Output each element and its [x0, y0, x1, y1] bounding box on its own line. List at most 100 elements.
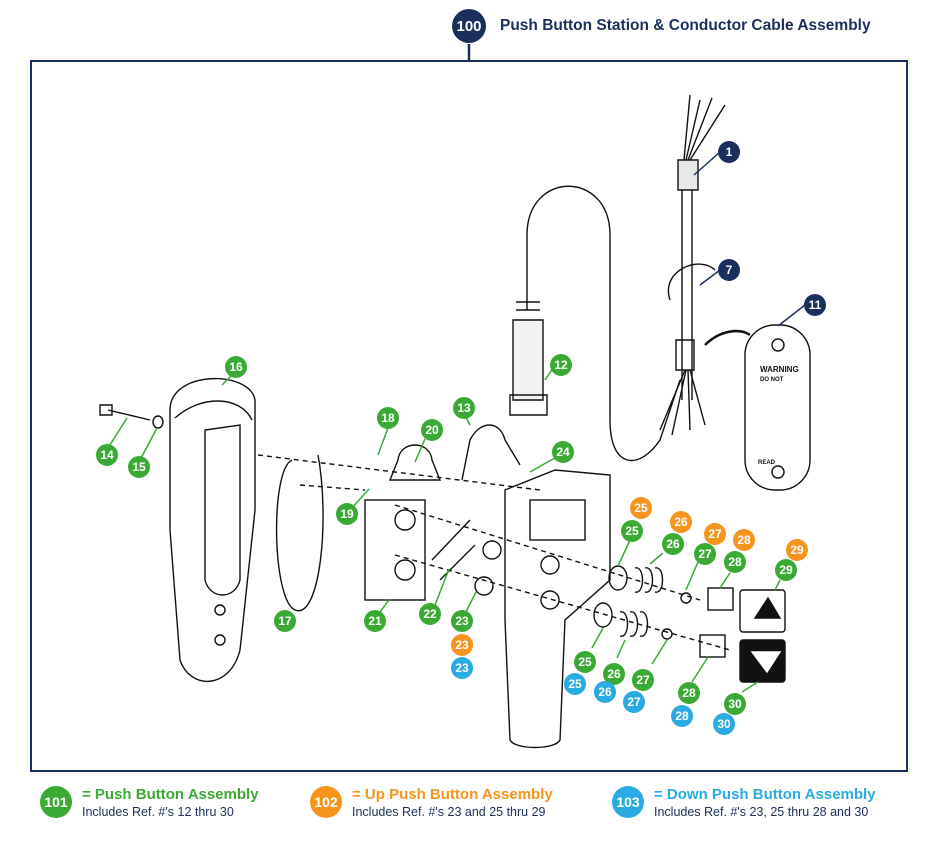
- svg-text:15: 15: [132, 460, 146, 474]
- seal-ring-lower: [593, 602, 613, 628]
- svg-text:29: 29: [790, 543, 804, 557]
- svg-text:28: 28: [728, 555, 742, 569]
- svg-text:29: 29: [779, 563, 793, 577]
- callout-25-blue: 25: [564, 673, 586, 695]
- callout-21: 21: [364, 610, 386, 632]
- svg-text:1: 1: [726, 145, 733, 159]
- flange-upper: [707, 587, 734, 611]
- svg-text:25: 25: [634, 501, 648, 515]
- legend-title: = Up Push Button Assembly: [352, 786, 553, 803]
- callout-23-orange: 23: [451, 634, 473, 656]
- svg-text:30: 30: [717, 717, 731, 731]
- callout-30-blue: 30: [713, 713, 735, 735]
- callout-18: 18: [377, 407, 399, 429]
- legend-title: = Down Push Button Assembly: [654, 786, 876, 803]
- seal-ring-upper: [608, 565, 628, 591]
- callout-7: 7: [718, 259, 740, 281]
- callout-26-green-top: 26: [662, 533, 684, 555]
- spring-lower: [619, 611, 649, 637]
- callouts: 1 7 11 12 13 14 15 16 17 18 19 20 21 22 …: [96, 141, 826, 735]
- callout-22: 22: [419, 603, 441, 625]
- warning-plate: [744, 324, 811, 491]
- callout-25-orange-top: 25: [630, 497, 652, 519]
- legend-badge-102: 102: [310, 786, 342, 818]
- callout-25-green-top: 25: [621, 520, 643, 542]
- callout-29-green: 29: [775, 559, 797, 581]
- svg-text:14: 14: [100, 448, 114, 462]
- conductor-cable: [681, 160, 693, 400]
- svg-text:17: 17: [278, 614, 292, 628]
- callout-23-green: 23: [451, 610, 473, 632]
- svg-text:16: 16: [229, 360, 243, 374]
- callout-28-orange-top: 28: [733, 529, 755, 551]
- svg-text:23: 23: [455, 661, 469, 675]
- diagram-frame: [30, 60, 908, 772]
- legend-badge-103: 103: [612, 786, 644, 818]
- warning-plate-heading: WARNING: [760, 365, 799, 374]
- callout-28-green-bottom: 28: [678, 682, 700, 704]
- legend-note: Includes Ref. #'s 23 and 25 thru 29: [352, 805, 546, 819]
- cable-loop: [526, 185, 681, 462]
- callout-27-green-top: 27: [694, 543, 716, 565]
- bail: [275, 454, 324, 612]
- legend-push-button-assembly: 101 = Push Button Assembly Includes Ref.…: [40, 786, 259, 820]
- callout-30-green: 30: [724, 693, 746, 715]
- flange-lower: [699, 634, 726, 658]
- svg-text:28: 28: [682, 686, 696, 700]
- svg-text:26: 26: [607, 667, 621, 681]
- warning-plate-footer: READ: [758, 460, 776, 466]
- legend-up-push-button-assembly: 102 = Up Push Button Assembly Includes R…: [310, 786, 553, 820]
- svg-text:25: 25: [568, 677, 582, 691]
- page-title: Push Button Station & Conductor Cable As…: [500, 17, 871, 34]
- actuator: [431, 519, 476, 581]
- up-button-cap: [739, 589, 786, 633]
- callout-13: 13: [453, 397, 475, 419]
- svg-text:19: 19: [340, 507, 354, 521]
- svg-text:30: 30: [728, 697, 742, 711]
- svg-text:18: 18: [381, 411, 395, 425]
- svg-text:25: 25: [578, 655, 592, 669]
- diagram-title: 100 Push Button Station & Conductor Cabl…: [452, 8, 871, 44]
- callout-29-orange: 29: [786, 539, 808, 561]
- callout-28-blue: 28: [671, 705, 693, 727]
- callout-17: 17: [274, 610, 296, 632]
- svg-text:27: 27: [698, 547, 712, 561]
- svg-text:28: 28: [737, 533, 751, 547]
- callout-14: 14: [96, 444, 118, 466]
- callout-1: 1: [718, 141, 740, 163]
- callout-24: 24: [552, 441, 574, 463]
- legend-title: = Push Button Assembly: [82, 786, 259, 803]
- callout-11: 11: [804, 294, 826, 316]
- svg-text:28: 28: [675, 709, 689, 723]
- clip: [461, 424, 521, 481]
- svg-text:27: 27: [636, 673, 650, 687]
- warning-plate-sub: DO NOT: [760, 377, 784, 383]
- svg-text:26: 26: [666, 537, 680, 551]
- assembly-ref-badge: 100: [452, 9, 486, 43]
- bracket: [388, 444, 442, 481]
- callout-23-blue: 23: [451, 657, 473, 679]
- callout-16: 16: [225, 356, 247, 378]
- callout-20: 20: [421, 419, 443, 441]
- callout-19: 19: [336, 503, 358, 525]
- legend-note: Includes Ref. #'s 23, 25 thru 28 and 30: [654, 805, 869, 819]
- callout-27-blue: 27: [623, 691, 645, 713]
- svg-text:20: 20: [425, 423, 439, 437]
- svg-text:27: 27: [627, 695, 641, 709]
- svg-text:21: 21: [368, 614, 382, 628]
- svg-text:26: 26: [674, 515, 688, 529]
- handle-back-shell: [169, 377, 256, 683]
- svg-text:22: 22: [423, 607, 437, 621]
- svg-text:26: 26: [598, 685, 612, 699]
- callout-27-green-bottom: 27: [632, 669, 654, 691]
- legend-badge-101: 101: [40, 786, 72, 818]
- svg-text:12: 12: [554, 358, 568, 372]
- callout-26-green-bottom: 26: [603, 663, 625, 685]
- svg-text:23: 23: [455, 614, 469, 628]
- front-housing: [504, 469, 611, 749]
- legend-down-push-button-assembly: 103 = Down Push Button Assembly Includes…: [612, 786, 876, 820]
- callout-15: 15: [128, 456, 150, 478]
- callout-25-green-bottom: 25: [574, 651, 596, 673]
- spring-upper: [634, 567, 664, 593]
